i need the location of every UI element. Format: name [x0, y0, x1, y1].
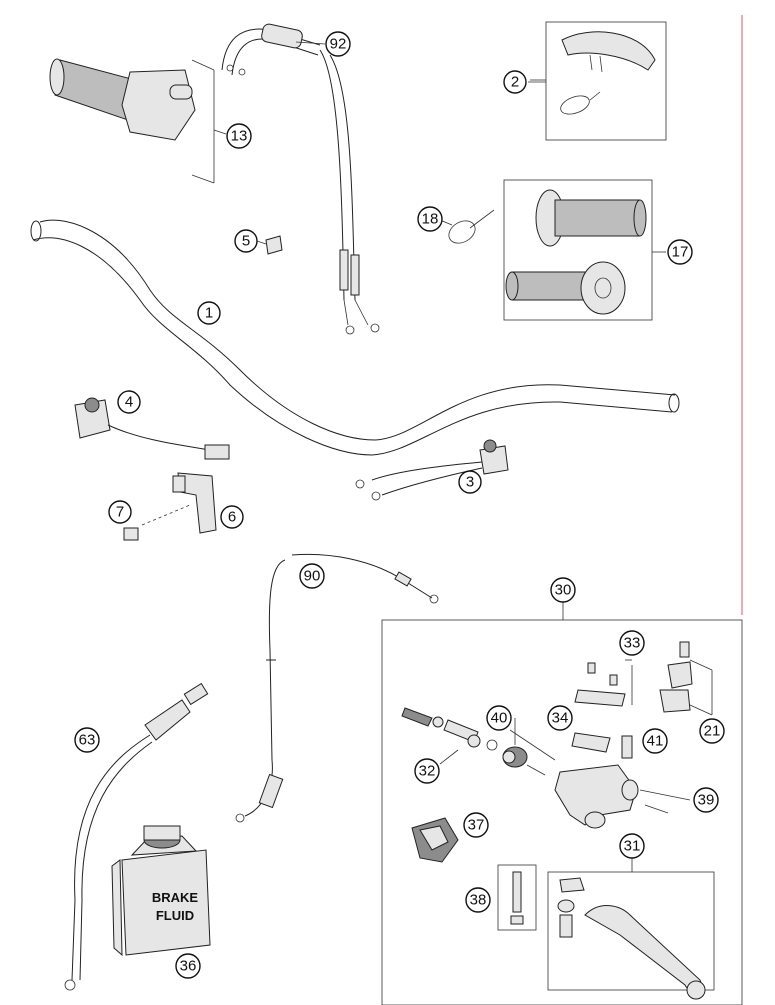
master-cylinder-box — [381, 602, 743, 1005]
reservoir-cover — [574, 662, 633, 707]
clutch-hose — [64, 682, 209, 991]
brake-fluid-label-line1: BRAKE — [152, 890, 199, 905]
svg-text:32: 32 — [419, 763, 436, 780]
callout-90: 90 — [299, 563, 325, 589]
svg-text:39: 39 — [698, 792, 715, 809]
svg-text:18: 18 — [422, 211, 439, 228]
svg-text:2: 2 — [511, 74, 519, 91]
svg-text:41: 41 — [647, 733, 664, 750]
kill-switch — [74, 397, 230, 460]
callout-41: 41 — [642, 728, 668, 754]
svg-text:6: 6 — [228, 509, 236, 526]
svg-text:37: 37 — [468, 817, 485, 834]
svg-text:63: 63 — [79, 732, 96, 749]
svg-text:92: 92 — [330, 36, 347, 53]
svg-text:38: 38 — [470, 892, 487, 909]
svg-text:13: 13 — [231, 128, 248, 145]
handlebar — [30, 219, 680, 456]
callout-21: 21 — [699, 718, 725, 744]
callout-40: 40 — [486, 705, 512, 731]
callout-5: 5 — [234, 229, 258, 253]
callout-4: 4 — [117, 390, 141, 414]
callout-1: 1 — [197, 301, 221, 325]
callout-3: 3 — [458, 470, 482, 494]
lever-pin — [497, 864, 537, 931]
brake-fluid-bottle: BRAKE FLUID — [111, 825, 211, 957]
cylinder-seal — [502, 729, 556, 776]
leader-lines — [213, 41, 632, 765]
svg-text:4: 4 — [125, 394, 133, 411]
cable-tie — [439, 209, 495, 244]
grips-set-box — [503, 179, 666, 321]
switch-bracket — [123, 472, 217, 541]
callout-39: 39 — [693, 787, 719, 813]
svg-text:3: 3 — [466, 474, 474, 491]
callout-31: 31 — [619, 833, 645, 859]
svg-text:5: 5 — [242, 233, 250, 250]
callout-92: 92 — [325, 31, 351, 57]
svg-text:7: 7 — [116, 504, 124, 521]
start-button — [355, 439, 509, 501]
reservoir-membrane — [571, 732, 611, 753]
svg-text:33: 33 — [624, 635, 641, 652]
callout-33: 33 — [619, 630, 645, 656]
callout-32: 32 — [414, 758, 440, 784]
svg-text:30: 30 — [555, 582, 572, 599]
brake-fluid-label-line2: FLUID — [156, 908, 194, 923]
callout-2: 2 — [503, 70, 527, 94]
lever-pivot-parts — [659, 641, 713, 716]
pin — [621, 735, 633, 759]
svg-text:34: 34 — [552, 710, 569, 727]
callout-6: 6 — [220, 505, 244, 529]
clutch-cable — [235, 553, 439, 823]
callout-18: 18 — [417, 206, 443, 232]
svg-text:1: 1 — [205, 305, 213, 322]
svg-text:36: 36 — [180, 958, 197, 975]
callout-36: 36 — [175, 953, 201, 979]
cable-clamp — [253, 235, 283, 255]
svg-text:40: 40 — [491, 710, 508, 727]
callout-37: 37 — [463, 812, 489, 838]
svg-text:21: 21 — [704, 723, 721, 740]
svg-text:17: 17 — [672, 244, 689, 261]
dust-boot — [411, 817, 459, 863]
callout-34: 34 — [547, 705, 573, 731]
callout-38: 38 — [465, 887, 491, 913]
throttle-assembly — [49, 58, 215, 184]
callout-63: 63 — [74, 727, 100, 753]
callout-17: 17 — [667, 239, 693, 265]
svg-text:31: 31 — [624, 838, 641, 855]
throttle-cables — [221, 23, 380, 335]
hand-guard-box — [530, 21, 667, 141]
piston-kit — [401, 707, 498, 751]
master-cylinder-body — [554, 764, 691, 829]
clutch-lever-box — [547, 856, 715, 1000]
callout-30: 30 — [550, 577, 576, 603]
callout-7: 7 — [108, 500, 132, 524]
svg-text:90: 90 — [304, 568, 321, 585]
callout-13: 13 — [226, 123, 252, 149]
